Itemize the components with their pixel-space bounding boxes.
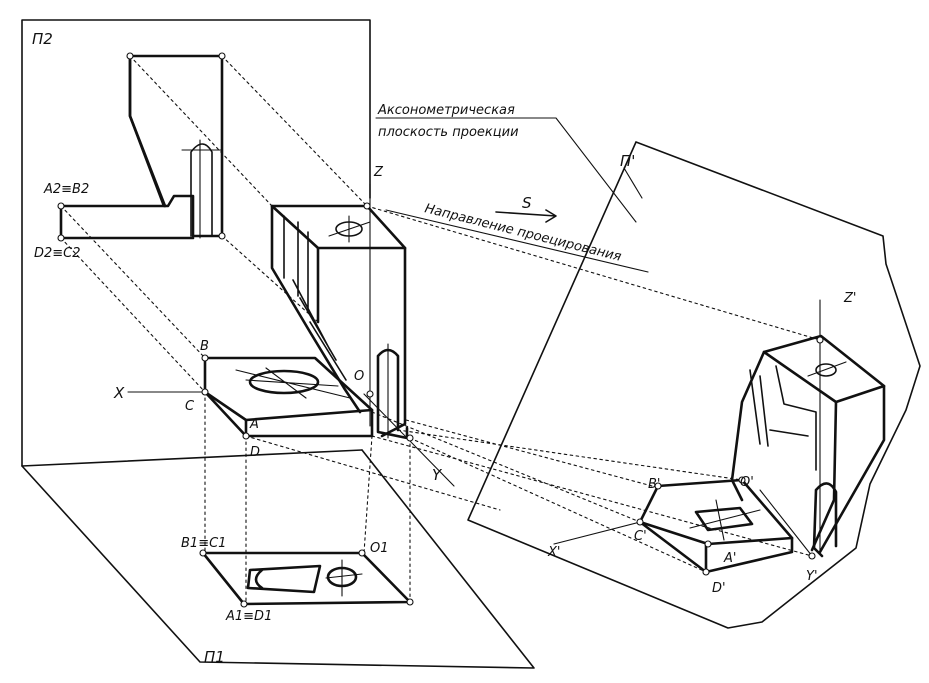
leader-line-p-prime xyxy=(623,167,643,199)
label-plane-p-prime: П' xyxy=(620,152,635,170)
front-view-outline xyxy=(59,54,224,240)
label-pt-a: A xyxy=(249,417,259,432)
label-pt-o-prime: O' xyxy=(740,475,754,490)
label-pt-d: D xyxy=(250,445,260,460)
label-axis-x: X xyxy=(113,384,125,402)
label-axis-z-prime: Z' xyxy=(843,291,856,306)
leader-line-direction xyxy=(385,209,649,273)
label-axis-y-prime: Y' xyxy=(806,569,818,584)
label-pt-a-prime: A' xyxy=(723,551,736,566)
label-plane-p1: П1 xyxy=(204,648,225,666)
label-a2b2: A2≡B2 xyxy=(43,182,89,197)
plane-p-prime-outline xyxy=(467,141,921,629)
label-b1c1: B1≡C1 xyxy=(181,536,226,551)
point-markers xyxy=(57,52,824,608)
label-axis-z: Z xyxy=(373,165,384,180)
projection-lines xyxy=(60,55,821,605)
label-axon-plane-1: Аксонометрическая xyxy=(377,103,515,118)
plane-p2-outline xyxy=(21,19,371,467)
direction-arrow xyxy=(495,209,557,223)
axonometric-model xyxy=(553,299,886,574)
top-view xyxy=(201,551,412,606)
label-direction-s: S xyxy=(522,194,532,212)
label-o1: O1 xyxy=(370,541,389,556)
label-pt-o: O xyxy=(354,369,364,384)
label-a1d1: A1≡D1 xyxy=(225,609,272,624)
label-pt-b: B xyxy=(200,339,209,354)
leader-line-axon-plane xyxy=(375,117,637,223)
label-axon-plane-2: плоскость проекции xyxy=(378,125,519,140)
label-pt-d-prime: D' xyxy=(712,581,726,596)
label-axis-x-prime: X' xyxy=(547,545,560,560)
label-d2c2: D2≡C2 xyxy=(34,246,81,261)
label-pt-c-prime: C' xyxy=(634,529,647,544)
label-axis-y: Y xyxy=(432,466,443,484)
plane-p1-outline xyxy=(21,449,535,669)
label-pt-c: C xyxy=(185,399,195,414)
label-pt-b-prime: B' xyxy=(648,477,661,492)
model-3d xyxy=(127,183,455,487)
label-plane-p2: П2 xyxy=(32,30,53,48)
